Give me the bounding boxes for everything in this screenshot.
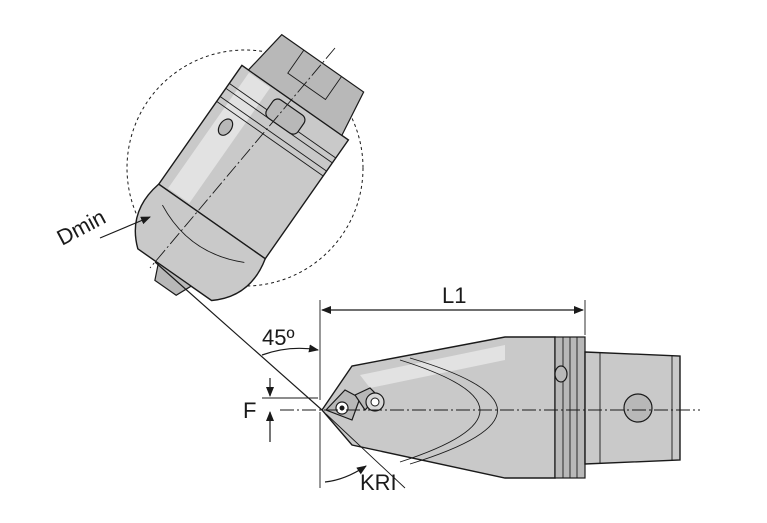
shank-hole <box>623 393 653 423</box>
detail-tool-body <box>134 33 365 302</box>
dmin-arrow <box>99 216 151 239</box>
kri-label: KRI <box>360 470 397 495</box>
l1-label: L1 <box>442 283 466 308</box>
projection-line <box>154 261 323 411</box>
angle-arc <box>261 344 319 356</box>
detail-view: Dmin <box>53 33 365 302</box>
dmin-label: Dmin <box>53 204 110 250</box>
detail-circle <box>126 49 364 287</box>
angle-label: 45º <box>262 325 295 350</box>
kri-arc <box>324 465 367 483</box>
f-label: F <box>243 398 256 423</box>
side-view: L1 45º F KRI <box>243 283 700 495</box>
cutting-insert <box>324 387 385 421</box>
detail-centerline <box>149 47 336 269</box>
